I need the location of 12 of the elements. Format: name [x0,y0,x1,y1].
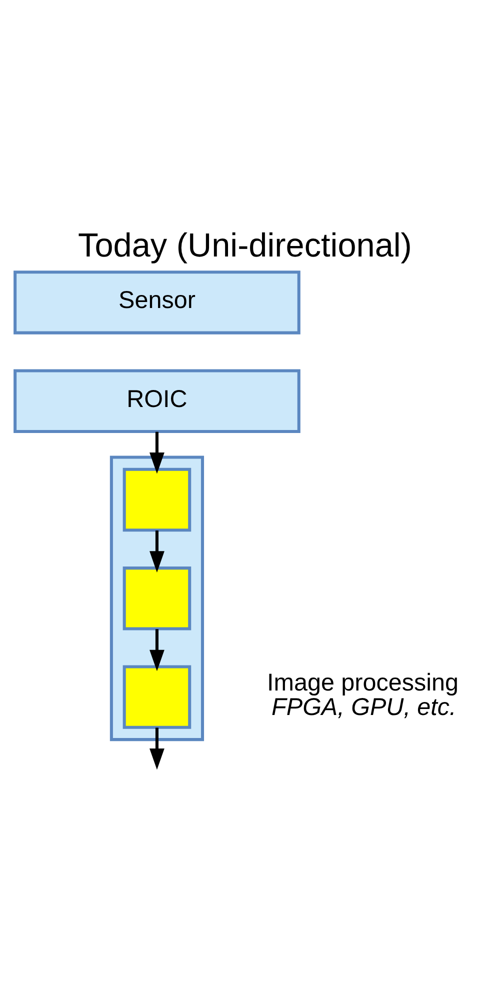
arrow [149,628,164,671]
node-box: Sensor [13,270,300,334]
node-label: Image processing [266,669,458,696]
diagram-title: Today (Uni-directional) [78,226,412,264]
node-box [122,664,191,728]
node-box: ROIC [13,368,300,432]
arrow [149,727,164,770]
node-box [122,566,191,630]
cluster [109,455,204,741]
node-box [122,467,191,532]
arrow [149,431,164,474]
arrow [149,530,164,572]
